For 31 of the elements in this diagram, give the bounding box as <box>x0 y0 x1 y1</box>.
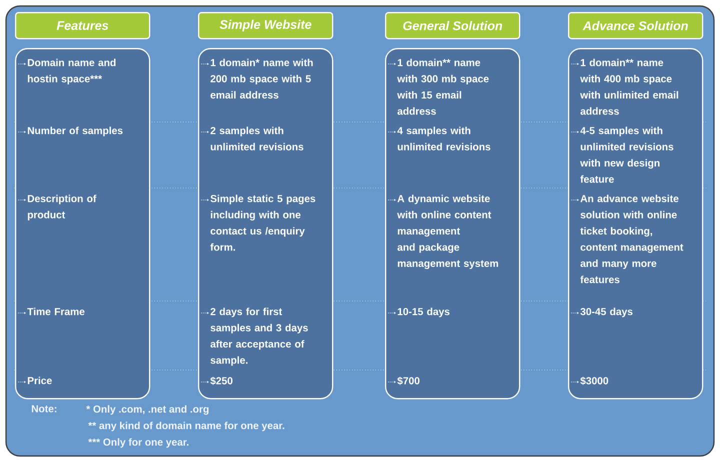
cell-text: 1 domain** name with 400 mb space with unlimited email address <box>580 58 678 115</box>
cell-text: Number of samples <box>28 126 123 136</box>
header-box: Simple Website <box>198 12 334 40</box>
column-panel <box>568 48 704 400</box>
cell-text: Domain name and hostin space*** <box>28 58 116 84</box>
cell-text: Time Frame <box>27 308 84 316</box>
cell-text: $3000 <box>580 376 608 386</box>
cell-text: Price <box>28 376 52 384</box>
cell-text: 2 days for first samples and 3 days after acceptance of sample. <box>210 308 308 366</box>
cell-text: 2 samples with unlimited revisions <box>210 126 304 150</box>
cell-text: Description of product <box>28 194 96 220</box>
note-text: *** Only for one year. <box>88 438 188 448</box>
cell-text: 4 samples with unlimited revisions <box>397 126 490 150</box>
cell-text: 1 domain* name with 200 mb space with 5 email address <box>210 58 313 99</box>
cell-text: 30-45 days <box>580 308 632 318</box>
header-box: Advance Solution <box>568 12 704 40</box>
cell-text: 1 domain** name with 300 mb space with 15 email address <box>397 58 489 115</box>
cell-text: $700 <box>397 376 420 386</box>
cell-text: 4-5 samples with unlimited revisions with new design feature <box>580 126 674 183</box>
column-panel <box>15 48 150 400</box>
column-panel <box>198 48 334 400</box>
header-box: Features <box>15 12 150 40</box>
cell-text: Simple static 5 pages including with one contact us /enquiry form. <box>210 194 316 251</box>
cell-text: 10-15 days <box>398 308 450 318</box>
header-box: General Solution <box>385 12 520 40</box>
note-text: * Only .com, .net and .org <box>86 405 209 415</box>
column-panel <box>385 48 520 400</box>
cell-text: A dynamic website with online content management and package management system <box>397 194 498 270</box>
note-text: ** any kind of domain name for one year. <box>88 422 284 432</box>
cell-text: An advance website solution with online ticket booking, content management and many more features <box>580 194 684 284</box>
cell-text: $250 <box>210 376 232 386</box>
